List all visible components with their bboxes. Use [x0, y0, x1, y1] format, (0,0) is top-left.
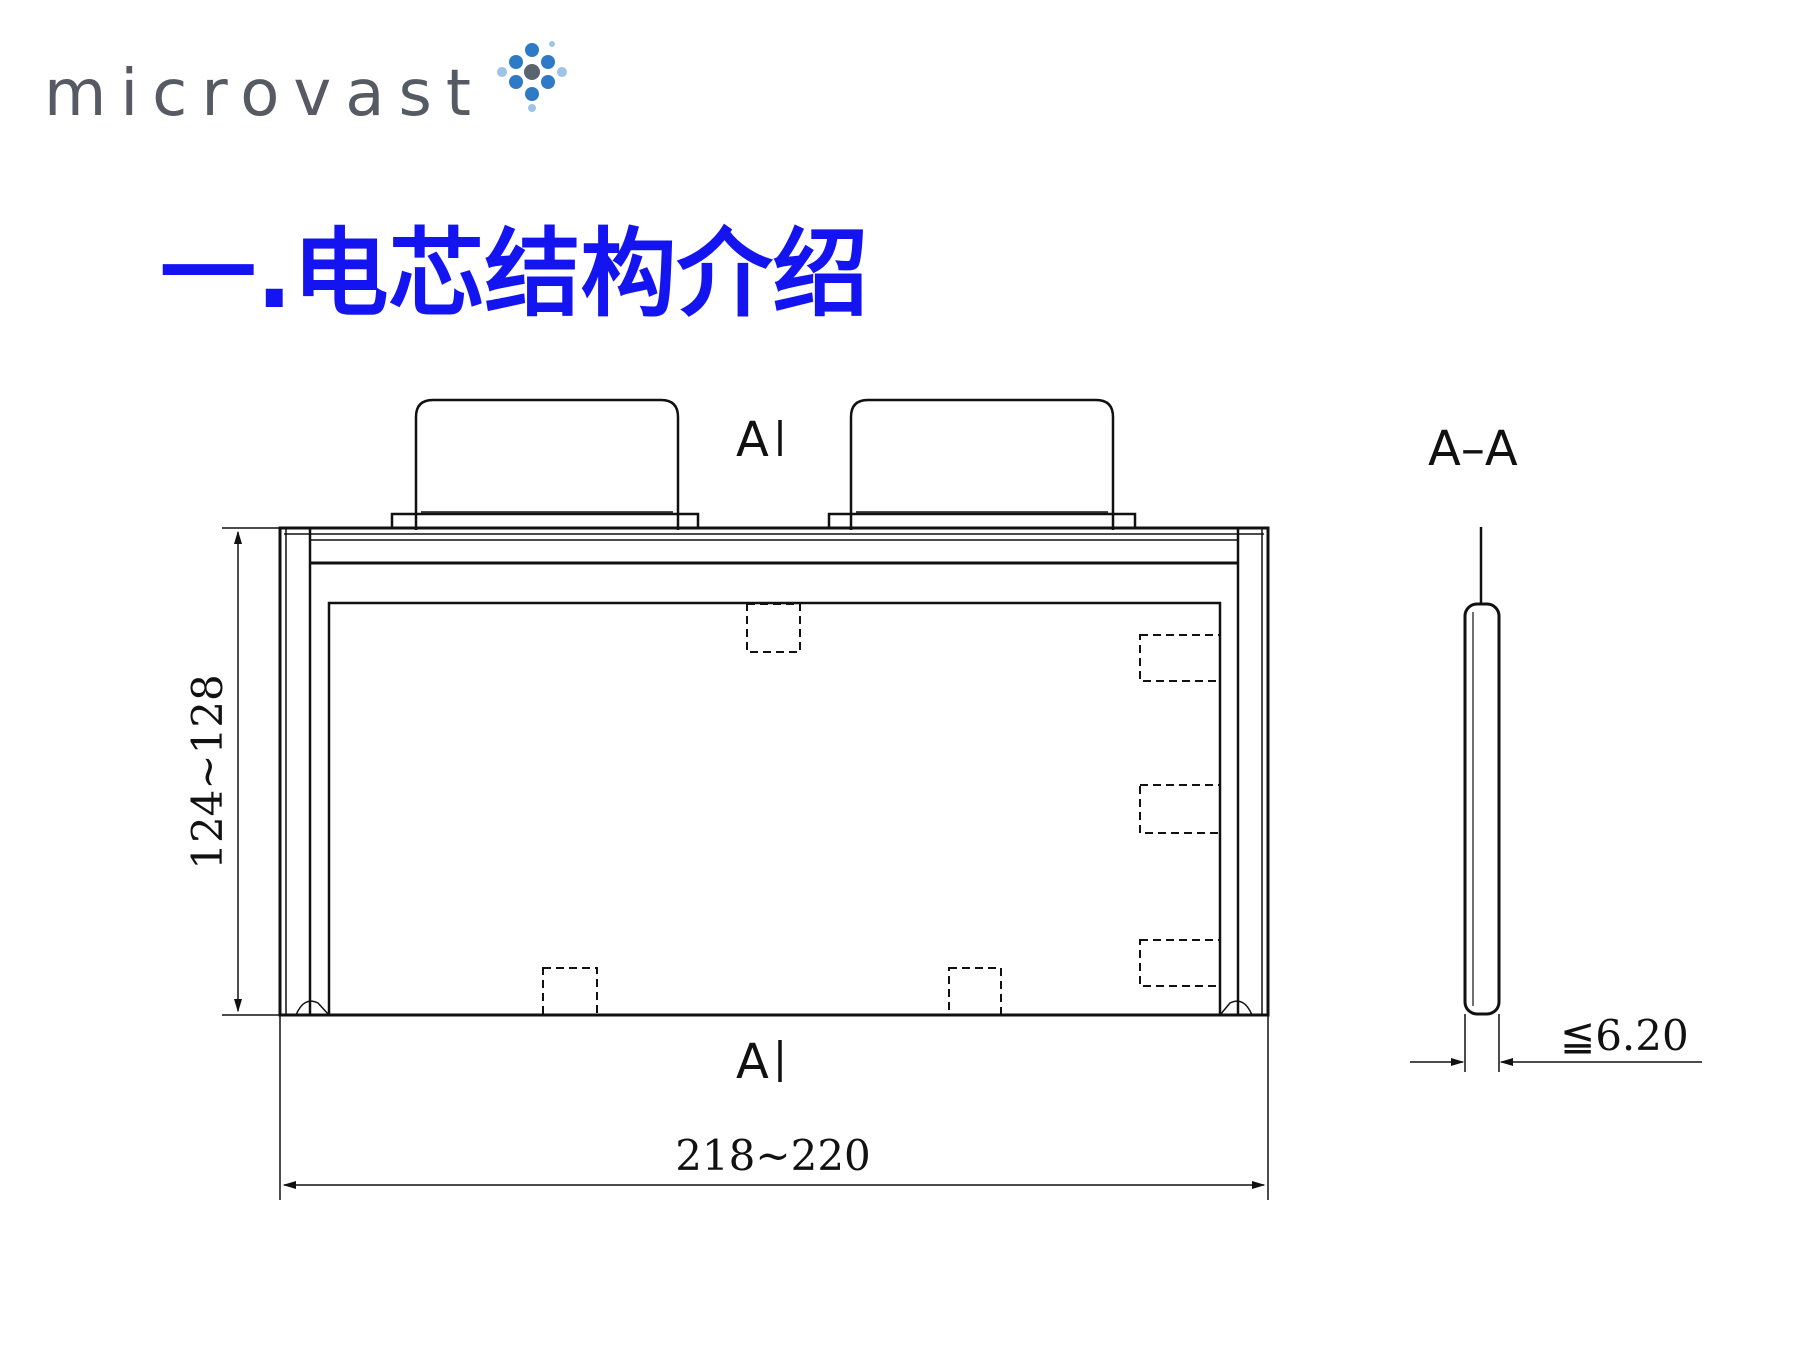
- section-mark-bottom-label: A: [736, 1034, 769, 1090]
- logo-molecule-icon: [497, 41, 567, 112]
- section-view-profile: [1463, 527, 1501, 1016]
- section-view-label: A–A: [1428, 421, 1518, 477]
- cell-body: [278, 526, 1270, 1017]
- thickness-dimension-line: [1410, 1014, 1702, 1072]
- height-dimension-line: [222, 527, 280, 1016]
- microvast-logo: microvast: [44, 28, 584, 138]
- width-dimension-label: 218~220: [675, 1131, 871, 1180]
- right-terminal-tab: [827, 398, 1137, 530]
- width-dimension-line: [279, 1015, 1269, 1200]
- internal-dashed-features: [542, 603, 1221, 1016]
- thickness-dimension-label: ≦6.20: [1560, 1011, 1689, 1060]
- section-mark-top-label: A: [736, 412, 769, 468]
- logo-text: microvast: [44, 57, 485, 131]
- page-title: 一.电芯结构介绍: [160, 218, 869, 330]
- left-terminal-tab: [390, 398, 700, 530]
- height-dimension-label: 124~128: [183, 674, 232, 870]
